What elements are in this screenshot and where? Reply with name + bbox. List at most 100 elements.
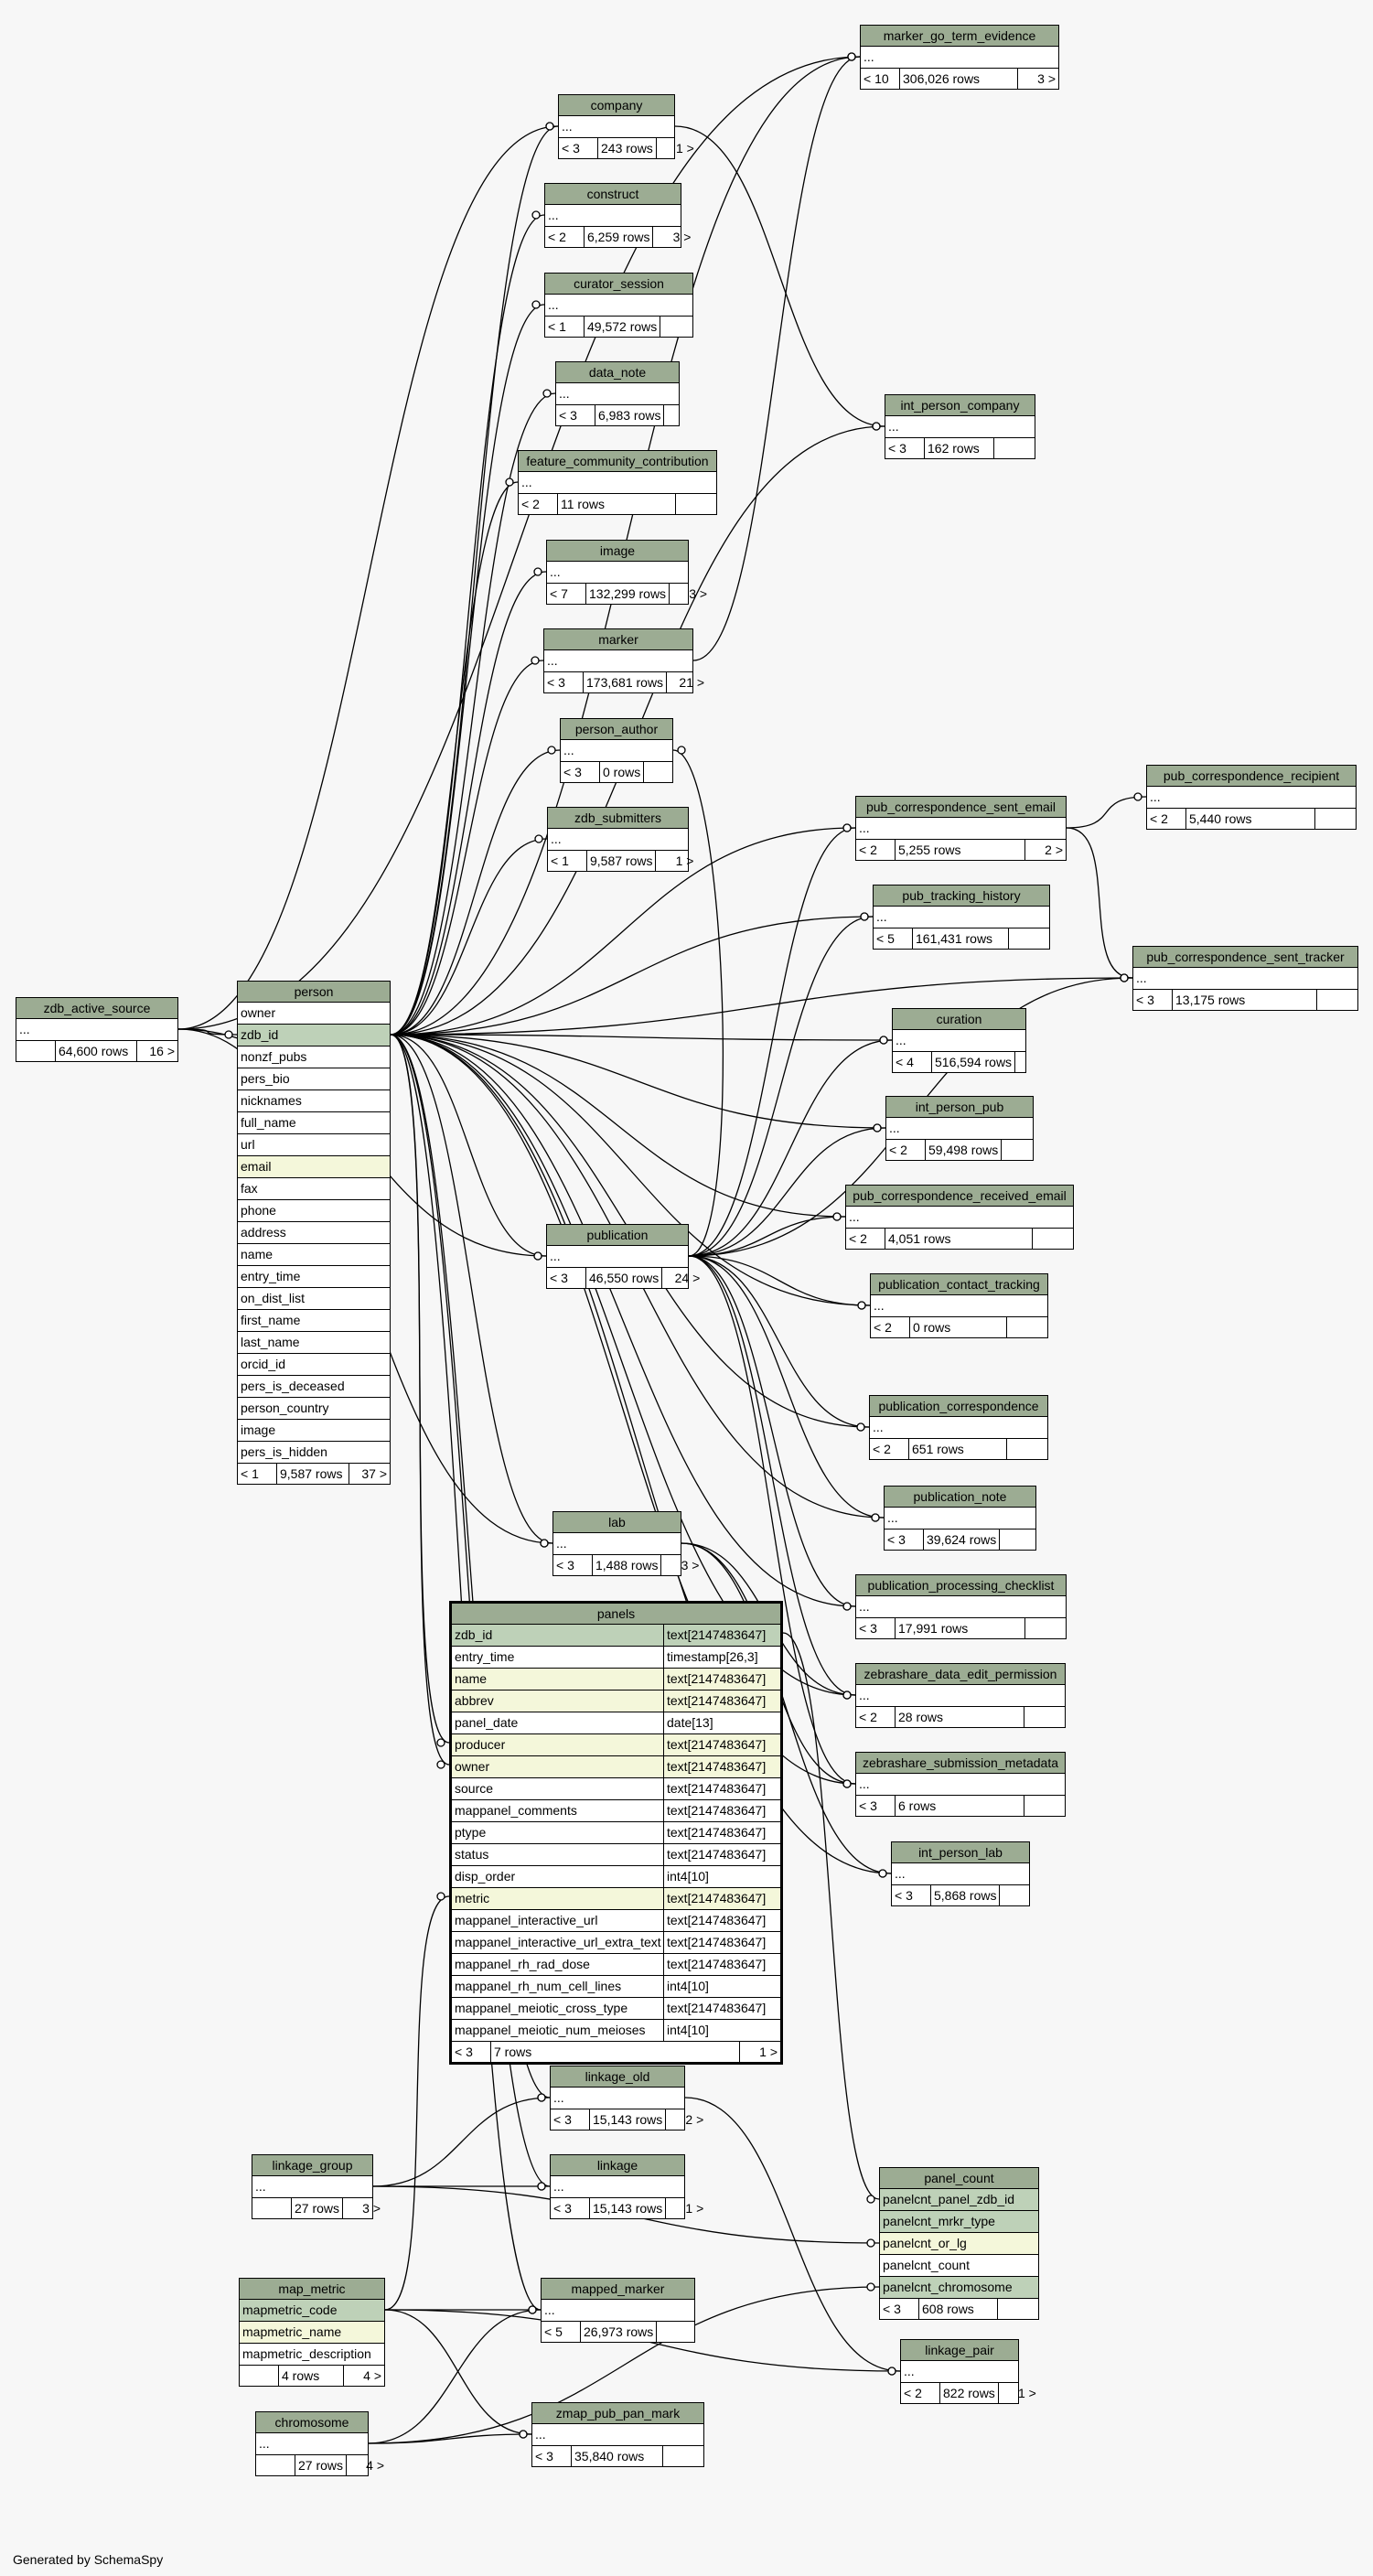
table-title[interactable]: curator_session bbox=[545, 274, 692, 295]
child-count[interactable]: < 2 bbox=[856, 840, 896, 860]
parent-count[interactable] bbox=[1007, 1317, 1047, 1337]
table-column[interactable]: ... bbox=[547, 562, 688, 584]
parent-count[interactable]: 2 > bbox=[1045, 843, 1063, 857]
table-column[interactable]: ... bbox=[893, 1030, 1025, 1052]
child-count[interactable] bbox=[252, 2198, 292, 2218]
parent-count[interactable] bbox=[998, 2299, 1038, 2319]
parent-count[interactable]: 1 > bbox=[1017, 2386, 1036, 2400]
table-column[interactable]: orcid_id bbox=[238, 1354, 390, 1376]
table-column[interactable]: person_country bbox=[238, 1398, 390, 1420]
child-count[interactable]: < 3 bbox=[892, 1885, 931, 1905]
child-count[interactable]: < 3 bbox=[856, 1796, 896, 1816]
table-column[interactable]: ... bbox=[16, 1019, 177, 1041]
table-title[interactable]: linkage_pair bbox=[901, 2340, 1018, 2361]
table-column[interactable]: mapmetric_code bbox=[240, 2300, 384, 2322]
parent-count[interactable] bbox=[1009, 928, 1049, 949]
table-title[interactable]: publication_processing_checklist bbox=[856, 1575, 1066, 1596]
child-count[interactable]: < 3 bbox=[553, 1555, 593, 1575]
table-column[interactable]: ... bbox=[885, 1508, 1035, 1530]
table-column[interactable]: ... bbox=[553, 1533, 681, 1555]
child-count[interactable]: < 2 bbox=[1147, 809, 1186, 829]
table-column[interactable]: email bbox=[238, 1156, 390, 1178]
parent-count[interactable]: 3 > bbox=[672, 230, 692, 244]
child-count[interactable]: < 3 bbox=[856, 1618, 896, 1638]
parent-count[interactable] bbox=[1015, 1052, 1056, 1072]
parent-count[interactable] bbox=[1315, 809, 1356, 829]
table-column[interactable]: name bbox=[238, 1244, 390, 1266]
table-column[interactable]: ... bbox=[532, 2424, 703, 2446]
table-column[interactable]: ... bbox=[1133, 968, 1357, 990]
parent-count[interactable]: 1 > bbox=[685, 2201, 704, 2216]
child-count[interactable]: < 3 bbox=[544, 672, 584, 692]
table-column[interactable]: entry_time bbox=[238, 1266, 390, 1288]
table-column[interactable]: fax bbox=[238, 1178, 390, 1200]
table-title[interactable]: pub_tracking_history bbox=[874, 886, 1049, 907]
table-column[interactable]: pers_is_hidden bbox=[238, 1442, 390, 1464]
parent-count[interactable] bbox=[660, 317, 701, 337]
table-title[interactable]: pub_correspondence_recipient bbox=[1147, 766, 1356, 787]
child-count[interactable]: < 1 bbox=[548, 851, 587, 871]
table-title[interactable]: pub_correspondence_received_email bbox=[846, 1186, 1073, 1207]
parent-count[interactable]: 1 > bbox=[759, 2045, 778, 2059]
table-column[interactable]: ... bbox=[856, 1685, 1065, 1707]
child-count[interactable]: < 2 bbox=[856, 1707, 896, 1727]
parent-count[interactable]: 3 > bbox=[1037, 71, 1056, 86]
table-column[interactable]: ... bbox=[892, 1863, 1029, 1885]
table-title[interactable]: publication_correspondence bbox=[870, 1396, 1047, 1417]
child-count[interactable]: < 10 bbox=[861, 69, 900, 89]
parent-count[interactable] bbox=[994, 438, 1035, 458]
table-column[interactable]: ... bbox=[874, 907, 1049, 928]
table-column[interactable]: ... bbox=[547, 1246, 688, 1268]
parent-count[interactable] bbox=[1002, 1140, 1042, 1160]
table-column[interactable]: ... bbox=[856, 1774, 1065, 1796]
table-title[interactable]: linkage_group bbox=[252, 2155, 372, 2176]
child-count[interactable]: < 7 bbox=[547, 584, 586, 604]
table-column[interactable]: ... bbox=[886, 1118, 1033, 1140]
table-column[interactable]: ... bbox=[551, 2088, 684, 2109]
parent-count[interactable]: 16 > bbox=[149, 1044, 175, 1058]
child-count[interactable]: < 2 bbox=[545, 227, 585, 247]
table-column[interactable]: first_name bbox=[238, 1310, 390, 1332]
table-title[interactable]: publication_note bbox=[885, 1487, 1035, 1508]
parent-count[interactable]: 21 > bbox=[679, 675, 705, 690]
parent-count[interactable]: 3 > bbox=[689, 586, 708, 601]
table-column[interactable]: ... bbox=[544, 650, 692, 672]
table-title[interactable]: company bbox=[559, 95, 674, 116]
child-count[interactable]: < 3 bbox=[547, 1268, 586, 1288]
child-count[interactable] bbox=[16, 1041, 56, 1061]
parent-count[interactable] bbox=[676, 494, 716, 514]
table-column[interactable]: nonzf_pubs bbox=[238, 1046, 390, 1068]
table-column[interactable]: panelcnt_count bbox=[880, 2255, 1038, 2277]
table-title[interactable]: panel_count bbox=[880, 2168, 1038, 2189]
table-title[interactable]: int_person_company bbox=[885, 395, 1035, 416]
parent-count[interactable] bbox=[1007, 1439, 1047, 1459]
table-column[interactable]: mapmetric_name bbox=[240, 2322, 384, 2344]
table-column[interactable]: ... bbox=[856, 1596, 1066, 1618]
table-title[interactable]: chromosome bbox=[256, 2412, 368, 2433]
child-count[interactable]: < 2 bbox=[519, 494, 558, 514]
child-count[interactable]: < 3 bbox=[885, 438, 925, 458]
